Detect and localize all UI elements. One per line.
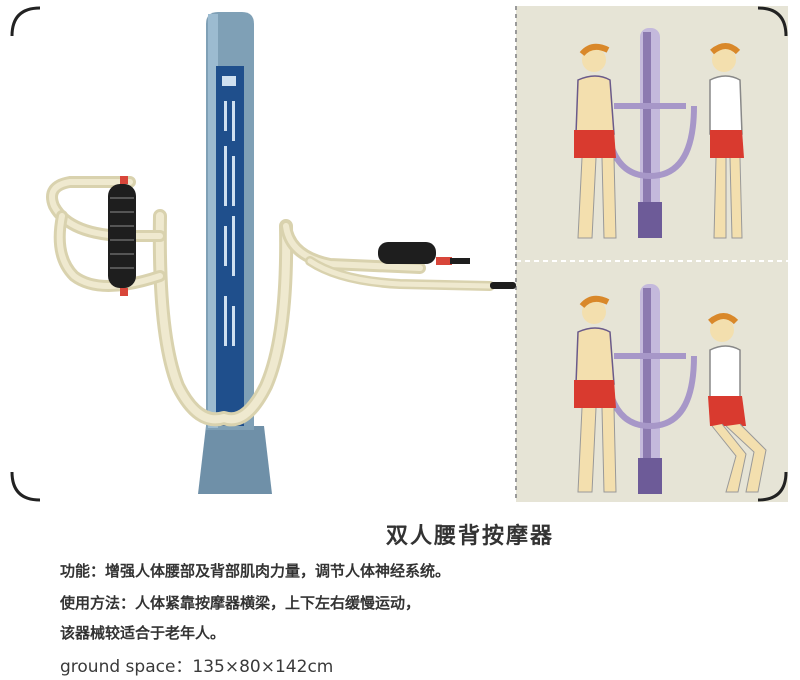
usage-illustration-top <box>574 28 744 239</box>
usage-instructions-line-2: 该器械较适合于老年人。 <box>60 624 226 642</box>
ground-space-dimensions: ground space：135×80×142cm <box>60 657 334 677</box>
product-image-frame <box>10 6 788 502</box>
function-description: 功能：增强人体腰部及背部肌肉力量，调节人体神经系统。 <box>60 562 451 580</box>
massager-equipment-photo <box>46 12 516 494</box>
usage-illustration-bottom <box>574 284 767 494</box>
usage-instructions-line-1: 使用方法：人体紧靠按摩器横梁，上下左右缓慢运动， <box>60 594 421 612</box>
product-title: 双人腰背按摩器 <box>385 524 554 549</box>
